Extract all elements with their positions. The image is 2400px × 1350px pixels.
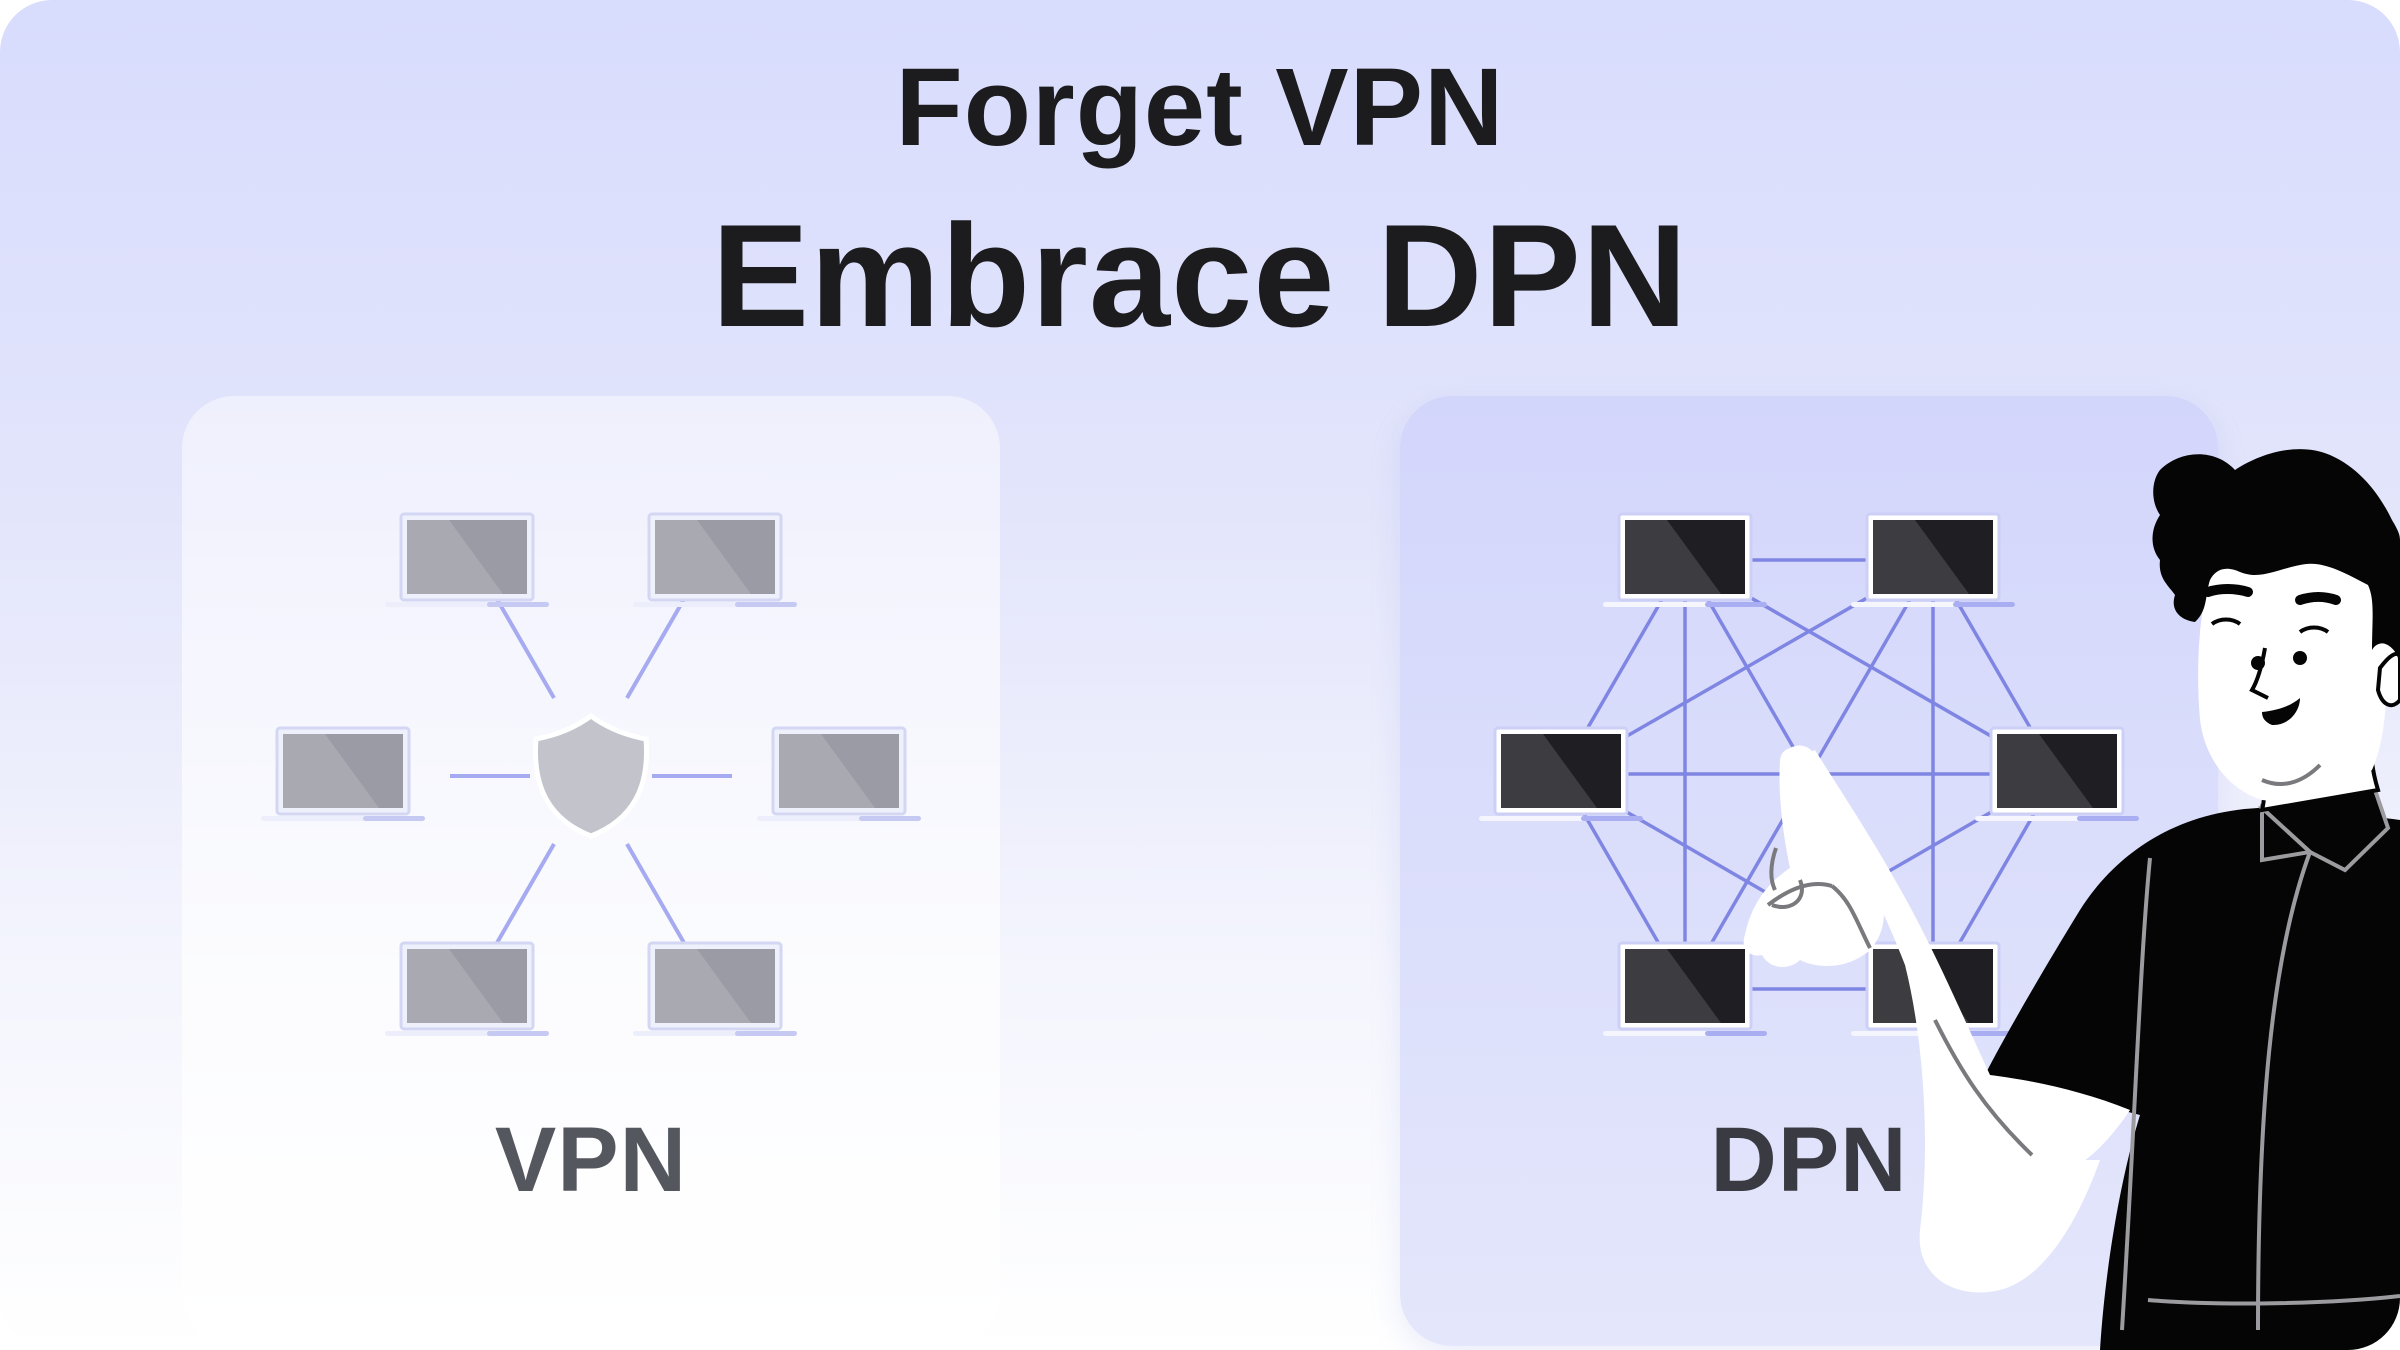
vpn-card: VPN [182,396,1000,1346]
vpn-label: VPN [494,1109,688,1211]
shield-icon [532,712,650,839]
vpn-connection-lines [450,593,732,949]
vpn-star-diagram [259,512,923,1038]
dpn-label: DPN [1710,1109,1908,1211]
headline-forget-vpn: Forget VPN [895,46,1505,169]
headline-embrace-dpn: Embrace DPN [711,194,1689,357]
